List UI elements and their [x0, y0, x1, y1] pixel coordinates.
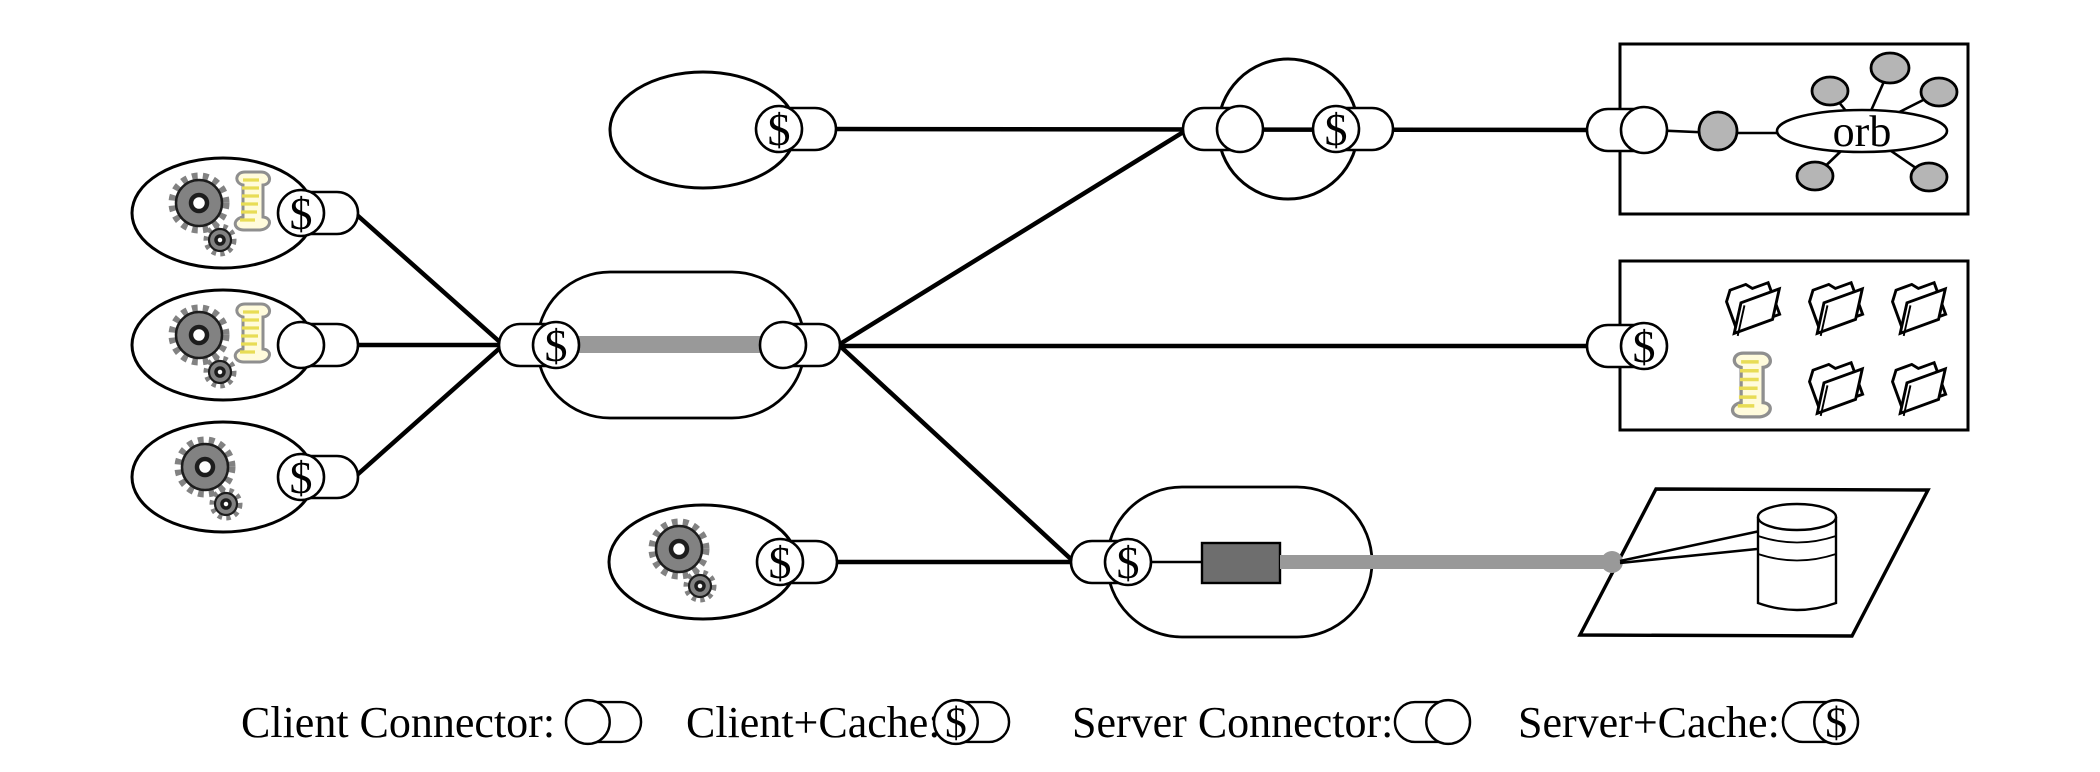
server-circle	[1215, 104, 1265, 154]
client-cache-connector: $	[754, 104, 838, 155]
cache-symbol: $	[1633, 321, 1656, 372]
server-cache-connector: $	[1069, 537, 1153, 588]
legend-glyph-client-cache: $	[932, 698, 1011, 747]
storage-channel-bar	[1280, 555, 1612, 569]
legend-glyph-client-connector	[564, 698, 643, 746]
server-circle	[1619, 105, 1669, 155]
client-circle	[276, 320, 326, 370]
connection-lines	[355, 129, 1592, 565]
client-circle	[758, 320, 808, 370]
cache-symbol: $	[545, 320, 568, 371]
shared-channel-bar	[556, 336, 784, 353]
server-cache-connector: $	[1585, 321, 1669, 372]
client-cache-connector: $	[276, 452, 360, 503]
database-cylinder-icon	[1756, 502, 1838, 612]
client-cache-connector: $	[755, 537, 839, 588]
cache-circle	[1103, 537, 1153, 587]
gray-node-icon	[1697, 110, 1739, 152]
legend-label-client-cache: Client+Cache:	[686, 698, 941, 747]
orb-label: orb	[1833, 107, 1892, 156]
connection-line	[838, 344, 1075, 563]
cache-circle	[276, 452, 326, 502]
legend-glyph-server-connector	[1393, 698, 1472, 746]
legend-glyph-server-cache: $	[1781, 698, 1860, 747]
cache-symbol: $	[290, 188, 313, 239]
client-cache-connector: $	[1311, 104, 1395, 155]
cache-circle	[932, 698, 979, 746]
connection-line	[355, 345, 503, 477]
cache-symbol: $	[290, 452, 313, 503]
cache-symbol: $	[1825, 699, 1847, 747]
orb-ellipse	[1775, 108, 1949, 154]
orb-satellite	[1869, 51, 1911, 85]
cache-circle	[276, 188, 326, 238]
server-circle	[1425, 698, 1472, 746]
orb-satellite	[1795, 160, 1835, 192]
cache-circle	[1619, 321, 1669, 371]
cache-circle	[531, 320, 581, 370]
legend: Client Connector: Client+Cache: $ Server…	[241, 698, 1860, 747]
orb-satellite	[1810, 75, 1850, 107]
storage-channel-tip	[1601, 551, 1623, 573]
storage-block	[1200, 541, 1282, 585]
connection-line	[838, 129, 1187, 346]
client-cache-connector: $	[276, 188, 360, 239]
cache-symbol: $	[769, 537, 792, 588]
legend-label-client-connector: Client Connector:	[241, 698, 555, 747]
client-connector	[276, 320, 360, 370]
legend-label-server-connector: Server Connector:	[1072, 698, 1393, 747]
client-circle	[564, 698, 611, 746]
cache-symbol: $	[1325, 104, 1348, 155]
cache-circle	[755, 537, 805, 587]
connection-line	[355, 213, 503, 345]
cache-circle	[1311, 104, 1361, 154]
cache-symbol: $	[1117, 537, 1140, 588]
cache-symbol: $	[945, 699, 967, 747]
orb-cluster: orb	[1649, 51, 1959, 193]
orb-satellite	[1909, 161, 1949, 193]
cache-circle	[754, 104, 804, 154]
server-connector	[1181, 104, 1265, 154]
server-connector	[1585, 105, 1669, 155]
database-fan-lines	[1619, 529, 1761, 565]
server-cache-connector: $	[497, 320, 581, 371]
client-connector	[758, 320, 842, 370]
legend-label-server-cache: Server+Cache:	[1518, 698, 1780, 747]
cache-symbol: $	[768, 104, 791, 155]
cache-circle	[1813, 698, 1860, 746]
orb-satellite	[1919, 76, 1959, 108]
database-plane	[1577, 487, 1931, 638]
